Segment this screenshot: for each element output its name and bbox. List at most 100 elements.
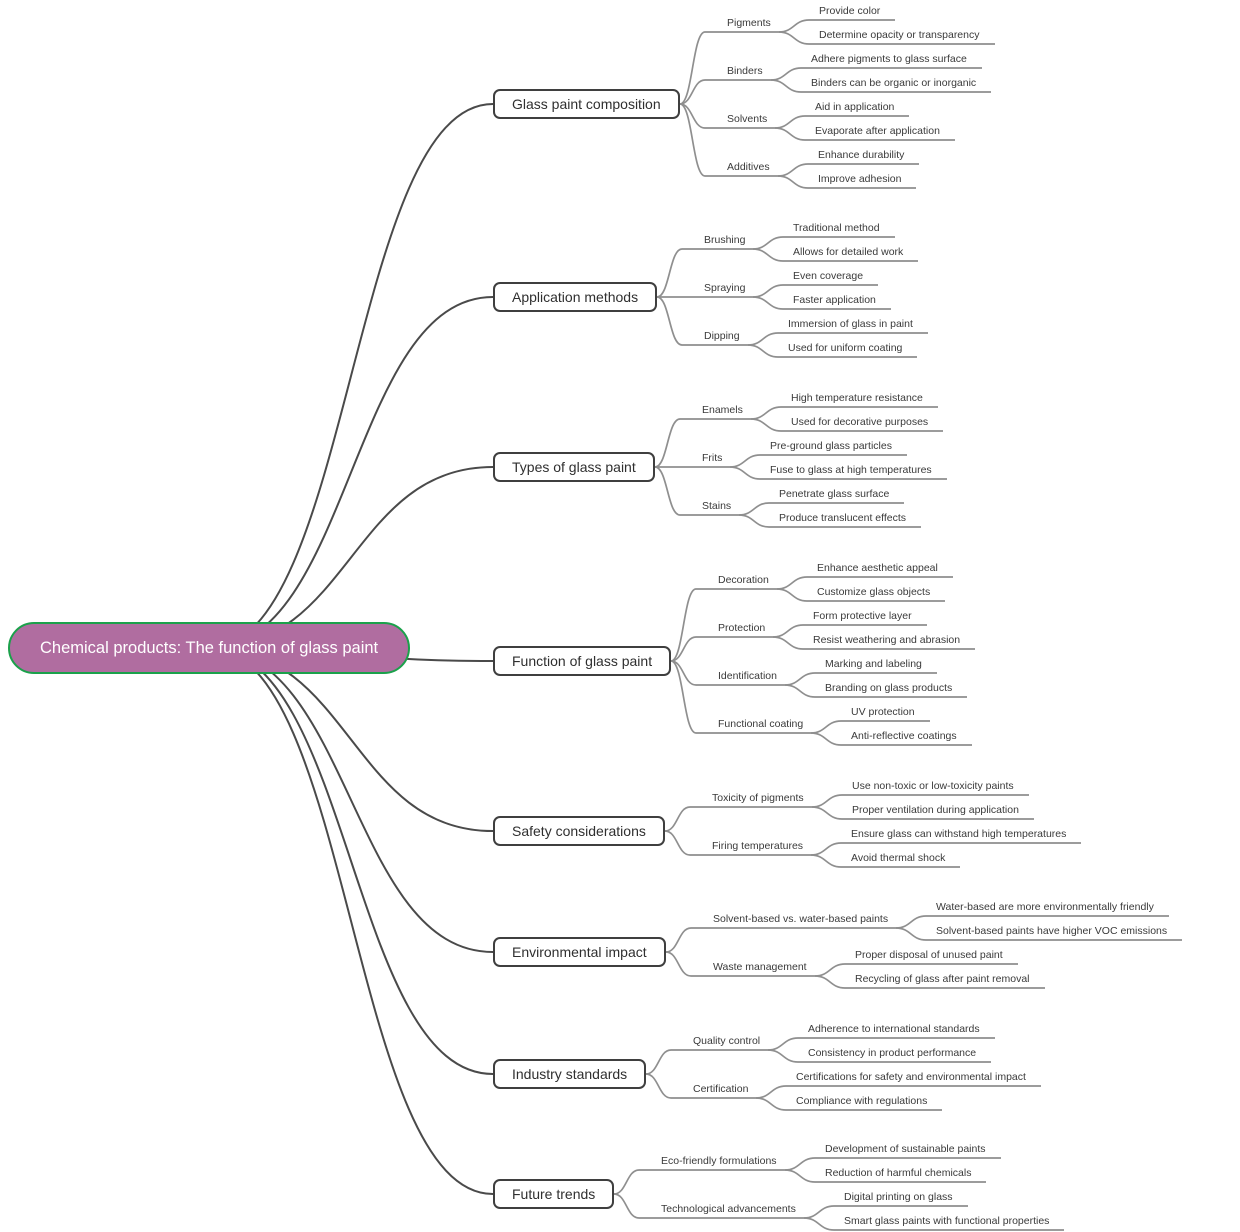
child-link [656, 248, 753, 298]
leaf-node[interactable]: Determine opacity or transparency [819, 29, 980, 41]
leaf-link [747, 344, 917, 358]
leaf-node[interactable]: Binders can be organic or inorganic [811, 77, 977, 89]
child-node[interactable]: Solvent-based vs. water-based paints [713, 913, 889, 925]
branch-node-5[interactable]: Safety considerations [493, 816, 665, 846]
leaf-node[interactable]: Enhance durability [818, 149, 905, 161]
leaf-node[interactable]: Used for decorative purposes [791, 416, 929, 428]
branch-node-8[interactable]: Future trends [493, 1179, 615, 1209]
branch-node-2[interactable]: Application methods [493, 282, 658, 312]
leaf-node[interactable]: Proper disposal of unused paint [855, 949, 1003, 961]
leaf-node[interactable]: Immersion of glass in paint [788, 318, 913, 330]
child-node[interactable]: Functional coating [718, 718, 804, 730]
leaf-node[interactable]: Marking and labeling [825, 658, 922, 670]
child-node[interactable]: Technological advancements [661, 1203, 796, 1215]
leaf-link [784, 684, 967, 698]
branch-link-group [613, 19, 1182, 1231]
leaf-node[interactable]: Faster application [793, 294, 876, 306]
child-node[interactable]: Identification [718, 670, 777, 682]
child-link [656, 296, 748, 346]
leaf-node[interactable]: Use non-toxic or low-toxicity paints [852, 780, 1014, 792]
leaf-link [810, 854, 960, 868]
leaf-node[interactable]: UV protection [851, 706, 915, 718]
child-node[interactable]: Firing temperatures [712, 840, 804, 852]
child-node[interactable]: Waste management [713, 961, 807, 973]
leaf-node[interactable]: Fuse to glass at high temperatures [770, 464, 932, 476]
leaf-node[interactable]: Aid in application [815, 101, 895, 113]
leaf-node[interactable]: Anti-reflective coatings [851, 730, 957, 742]
leaf-node[interactable]: Development of sustainable paints [825, 1143, 986, 1155]
leaf-node[interactable]: Improve adhesion [818, 173, 902, 185]
child-link [679, 103, 778, 177]
leaf-node[interactable]: Compliance with regulations [796, 1095, 928, 1107]
leaf-node[interactable]: Produce translucent effects [779, 512, 907, 524]
leaf-node[interactable]: Smart glass paints with functional prope… [844, 1215, 1050, 1227]
leaf-link [772, 636, 975, 650]
child-node[interactable]: Frits [702, 452, 723, 464]
child-node[interactable]: Brushing [704, 234, 746, 246]
leaf-node[interactable]: Recycling of glass after paint removal [855, 973, 1030, 985]
leaf-node[interactable]: Adhere pigments to glass surface [811, 53, 967, 65]
leaf-node[interactable]: Customize glass objects [817, 586, 931, 598]
leaf-link [755, 1097, 942, 1111]
root-node[interactable]: Chemical products: The function of glass… [8, 622, 411, 674]
leaf-node[interactable]: Proper ventilation during application [852, 804, 1019, 816]
leaf-node[interactable]: Ensure glass can withstand high temperat… [851, 828, 1067, 840]
leaf-node[interactable]: Penetrate glass surface [779, 488, 890, 500]
child-link [645, 1049, 768, 1075]
child-node[interactable]: Protection [718, 622, 766, 634]
leaf-link [778, 31, 995, 45]
leaf-link [752, 296, 891, 310]
child-node[interactable]: Binders [727, 65, 763, 77]
branch-node-1[interactable]: Glass paint composition [493, 89, 680, 119]
child-link [679, 103, 775, 129]
child-node[interactable]: Eco-friendly formulations [661, 1155, 777, 1167]
leaf-node[interactable]: Water-based are more environmentally fri… [936, 901, 1154, 913]
leaf-node[interactable]: Even coverage [793, 270, 864, 282]
child-node[interactable]: Toxicity of pigments [712, 792, 804, 804]
child-node[interactable]: Spraying [704, 282, 746, 294]
branch-node-3[interactable]: Types of glass paint [493, 452, 655, 482]
leaf-node[interactable]: Provide color [819, 5, 881, 17]
root-link [208, 103, 494, 649]
leaf-node[interactable]: Evaporate after application [815, 125, 940, 137]
leaf-link [895, 927, 1182, 941]
leaf-node[interactable]: Consistency in product performance [808, 1047, 977, 1059]
child-link [654, 418, 751, 468]
leaf-node[interactable]: Pre-ground glass particles [770, 440, 892, 452]
leaf-node[interactable]: Digital printing on glass [844, 1191, 953, 1203]
leaf-node[interactable]: Solvent-based paints have higher VOC emi… [936, 925, 1168, 937]
leaf-node[interactable]: Avoid thermal shock [851, 852, 946, 864]
child-node[interactable]: Pigments [727, 17, 771, 29]
child-node[interactable]: Decoration [718, 574, 769, 586]
leaf-node[interactable]: Reduction of harmful chemicals [825, 1167, 972, 1179]
leaf-node[interactable]: Allows for detailed work [793, 246, 904, 258]
child-link [665, 951, 815, 977]
root-link [208, 647, 494, 953]
leaf-node[interactable]: Traditional method [793, 222, 880, 234]
child-node[interactable]: Certification [693, 1083, 749, 1095]
child-link [654, 466, 739, 516]
leaf-link [752, 248, 918, 262]
root-link [208, 466, 494, 649]
branch-node-4[interactable]: Function of glass paint [493, 646, 672, 676]
leaf-node[interactable]: High temperature resistance [791, 392, 923, 404]
child-node[interactable]: Enamels [702, 404, 743, 416]
leaf-node[interactable]: Form protective layer [813, 610, 912, 622]
leaf-link [750, 418, 943, 432]
leaf-node[interactable]: Used for uniform coating [788, 342, 903, 354]
leaf-node[interactable]: Certifications for safety and environmen… [796, 1071, 1026, 1083]
child-node[interactable]: Dipping [704, 330, 740, 342]
child-node[interactable]: Additives [727, 161, 770, 173]
leaf-node[interactable]: Resist weathering and abrasion [813, 634, 961, 646]
child-node[interactable]: Quality control [693, 1035, 761, 1047]
branch-node-6[interactable]: Environmental impact [493, 937, 666, 967]
child-node[interactable]: Stains [702, 500, 732, 512]
leaf-node[interactable]: Branding on glass products [825, 682, 953, 694]
leaf-node[interactable]: Enhance aesthetic appeal [817, 562, 938, 574]
branch-node-7[interactable]: Industry standards [493, 1059, 647, 1089]
child-node[interactable]: Solvents [727, 113, 768, 125]
leaf-link [729, 466, 947, 480]
leaf-node[interactable]: Adherence to international standards [808, 1023, 980, 1035]
